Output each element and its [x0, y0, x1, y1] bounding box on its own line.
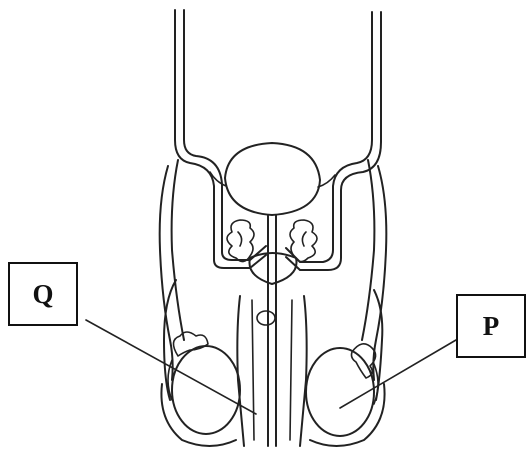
label-q-text: Q: [32, 279, 53, 310]
pointer-line-p: [340, 340, 456, 408]
urethra: [268, 215, 276, 446]
penis-outline: [237, 296, 306, 446]
bladder: [210, 143, 335, 215]
left-seminal-vesicle: [227, 220, 254, 262]
pointer-line-q: [86, 320, 256, 414]
label-p-text: P: [483, 311, 500, 342]
right-vas-deferens: [286, 12, 381, 270]
left-testis: [161, 332, 240, 446]
label-q-box: Q: [8, 262, 78, 326]
left-body-outline: [160, 160, 184, 400]
right-seminal-vesicle: [290, 220, 317, 262]
label-p-box: P: [456, 294, 526, 358]
